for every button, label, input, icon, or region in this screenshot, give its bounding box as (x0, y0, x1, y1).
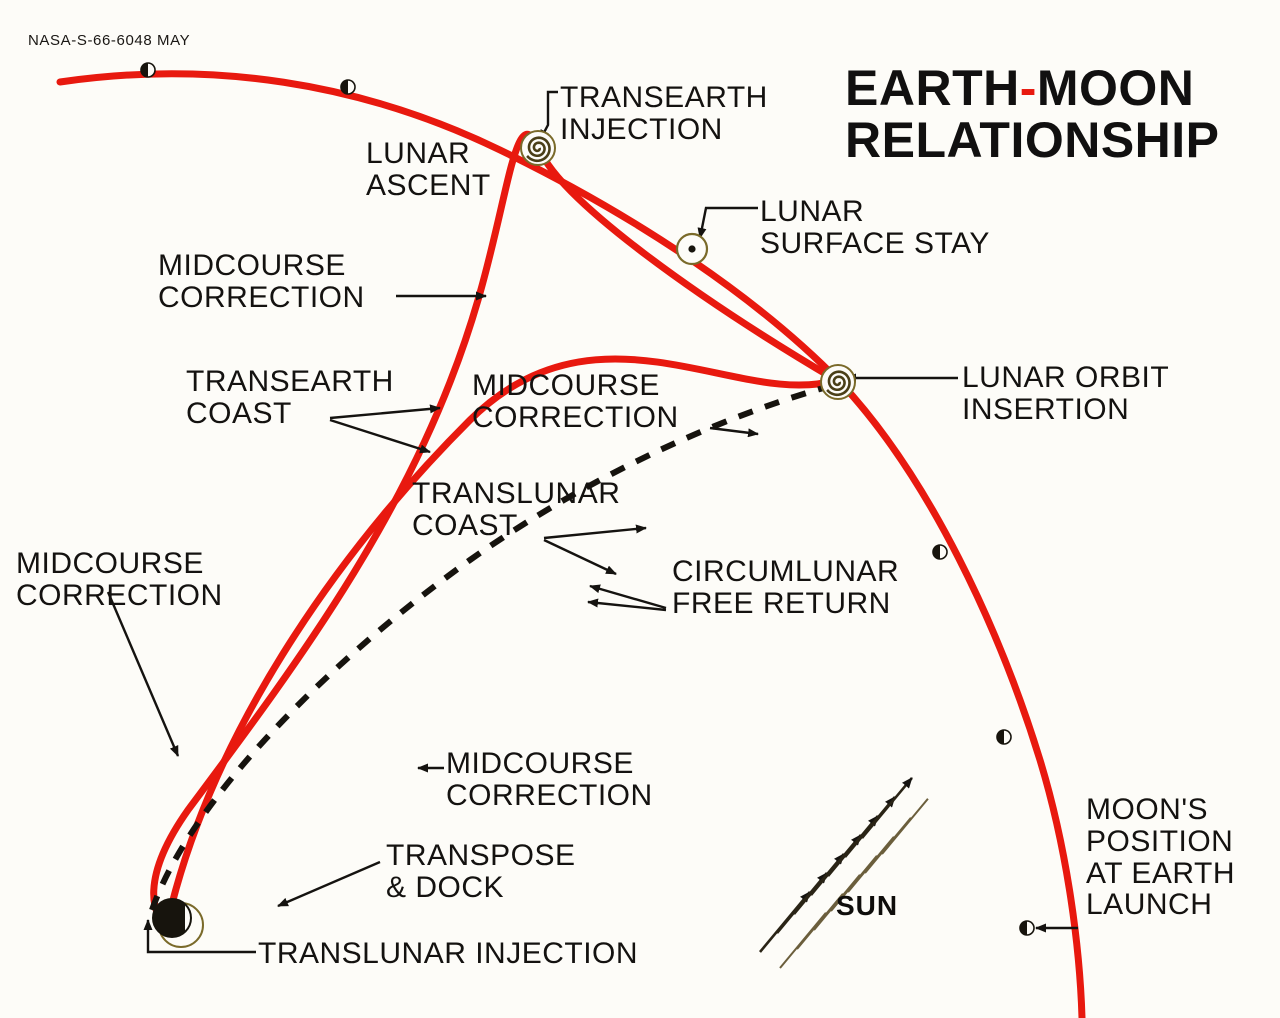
lunar-surface-stay-marker (675, 232, 709, 266)
title-dash: - (1019, 60, 1037, 116)
leader-midcourse-mid (709, 426, 759, 438)
label-lunar_ascent: LUNAR ASCENT (366, 137, 491, 202)
moon-phase-5 (1019, 920, 1035, 936)
label-midcourse_correction_upper_left: MIDCOURSE CORRECTION (158, 249, 365, 314)
sun-ray-line (881, 798, 929, 855)
label-transpose_and_dock: TRANSPOSE & DOCK (386, 839, 576, 904)
sun-rays-group (759, 777, 929, 969)
sun-ray-arrow (861, 777, 913, 839)
sun-label: SUN (836, 890, 899, 921)
leader-transearth-coast-a (329, 404, 441, 420)
leader-lines-group (106, 90, 1078, 954)
earth-marker (152, 898, 204, 948)
label-translunar_coast: TRANSLUNAR COAST (412, 477, 621, 542)
label-transearth_injection: TRANSEARTH INJECTION (560, 81, 768, 146)
title-moon: MOON (1036, 60, 1195, 116)
leader-transpose-dock (277, 860, 381, 908)
moon-phase-4 (996, 729, 1012, 745)
label-lunar_surface_stay: LUNAR SURFACE STAY (760, 195, 990, 260)
translunar-outbound-path (164, 355, 840, 924)
label-midcourse_correction_lower: MIDCOURSE CORRECTION (446, 747, 653, 812)
label-lunar_orbit_insertion: LUNAR ORBIT INSERTION (962, 361, 1170, 426)
label-moons_position_at_earth_launch: MOON'S POSITION AT EARTH LAUNCH (1086, 793, 1236, 922)
label-circumlunar_free_return: CIRCUMLUNAR FREE RETURN (672, 555, 900, 620)
label-midcourse_correction_mid: MIDCOURSE CORRECTION (472, 369, 679, 434)
event-markers-group (140, 62, 1035, 948)
circumlunar-free-return-dashed-path (149, 381, 839, 911)
label-midcourse_correction_left: MIDCOURSE CORRECTION (16, 547, 223, 612)
leader-translunar-coast-a (543, 524, 647, 540)
moon-phase-2 (340, 79, 356, 95)
title-earth: EARTH (845, 60, 1020, 116)
leader-translunar-injection (143, 919, 256, 954)
moon-phase-3 (932, 544, 948, 560)
title-relationship: RELATIONSHIP (845, 112, 1220, 168)
leader-lunar-surface-stay (697, 206, 758, 239)
leader-transearth-coast-b (329, 418, 431, 454)
label-translunar_injection: TRANSLUNAR INJECTION (258, 937, 639, 970)
transearth-injection-marker (520, 130, 556, 166)
moon-phase-1 (140, 62, 156, 78)
leader-free-return-a (589, 584, 667, 610)
label-transearth_coast: TRANSEARTH COAST (186, 365, 394, 430)
leader-midcourse-left (106, 591, 180, 757)
moon-orbit-arc-path (56, 70, 1086, 1018)
lunar-orbit-insertion-marker (820, 364, 856, 400)
leader-free-return-b (587, 598, 667, 612)
leader-translunar-coast-b (543, 538, 617, 576)
document-id-code: NASA-S-66-6048 MAY (28, 32, 191, 49)
